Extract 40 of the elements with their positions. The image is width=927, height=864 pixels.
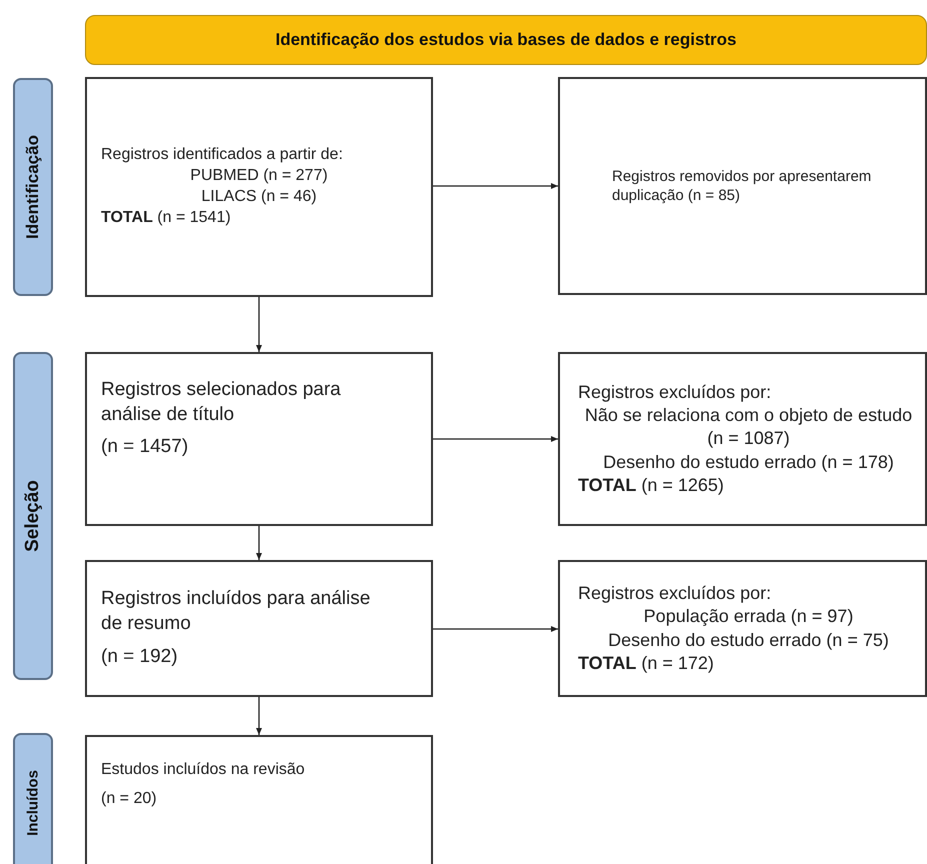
phase-label: Identificação: [23, 135, 43, 239]
box-text: TOTAL (n = 1541): [101, 208, 232, 228]
box-text: (n = 192): [101, 644, 179, 669]
process-box: [85, 735, 433, 864]
process-box: [85, 560, 433, 697]
box-text: TOTAL (n = 1265): [578, 474, 725, 498]
phase-label: Seleção: [22, 480, 44, 552]
process-box: [85, 352, 433, 526]
arrow: [433, 183, 558, 189]
box-text: Registros excluídos por:: [578, 380, 772, 404]
box-text: (n = 20): [101, 789, 158, 809]
box-text: Registros removidos por apresentarem duplicação (n = 85): [612, 166, 872, 206]
box-text: Registros identificados a partir de:: [101, 145, 344, 166]
header-title: Identificação dos estudos via bases de dados e registros: [275, 30, 737, 50]
box-text: Desenho do estudo errado (n = 75): [607, 628, 890, 652]
arrow: [433, 436, 558, 442]
box-text: Registros selecionados para análise de título: [101, 378, 342, 427]
box-text: Não se relaciona com o objeto de estudo (n = 1087): [584, 404, 914, 450]
process-box: [558, 560, 927, 697]
arrow: [256, 297, 262, 352]
process-box: [558, 77, 927, 295]
box-text: Registros incluídos para análise de resumo: [101, 587, 372, 636]
header-banner: [85, 15, 927, 65]
process-box: [85, 77, 433, 297]
box-text: (n = 1457): [101, 435, 190, 460]
box-text: TOTAL (n = 172): [578, 652, 715, 675]
arrow: [256, 697, 262, 735]
phase-band: [13, 78, 53, 296]
phase-label: Incluídos: [24, 770, 42, 836]
box-text: Registros excluídos por:: [578, 582, 772, 605]
box-text: Desenho do estudo errado (n = 178): [602, 450, 895, 474]
box-text: População errada (n = 97): [642, 605, 854, 628]
box-text: Estudos incluídos na revisão: [101, 760, 306, 780]
phase-band: [13, 352, 53, 680]
box-text: PUBMED (n = 277): [189, 166, 329, 186]
process-box: [558, 352, 927, 526]
box-text: LILACS (n = 46): [200, 187, 318, 207]
phase-band: [13, 733, 53, 864]
arrow: [256, 526, 262, 560]
arrow: [433, 626, 558, 632]
